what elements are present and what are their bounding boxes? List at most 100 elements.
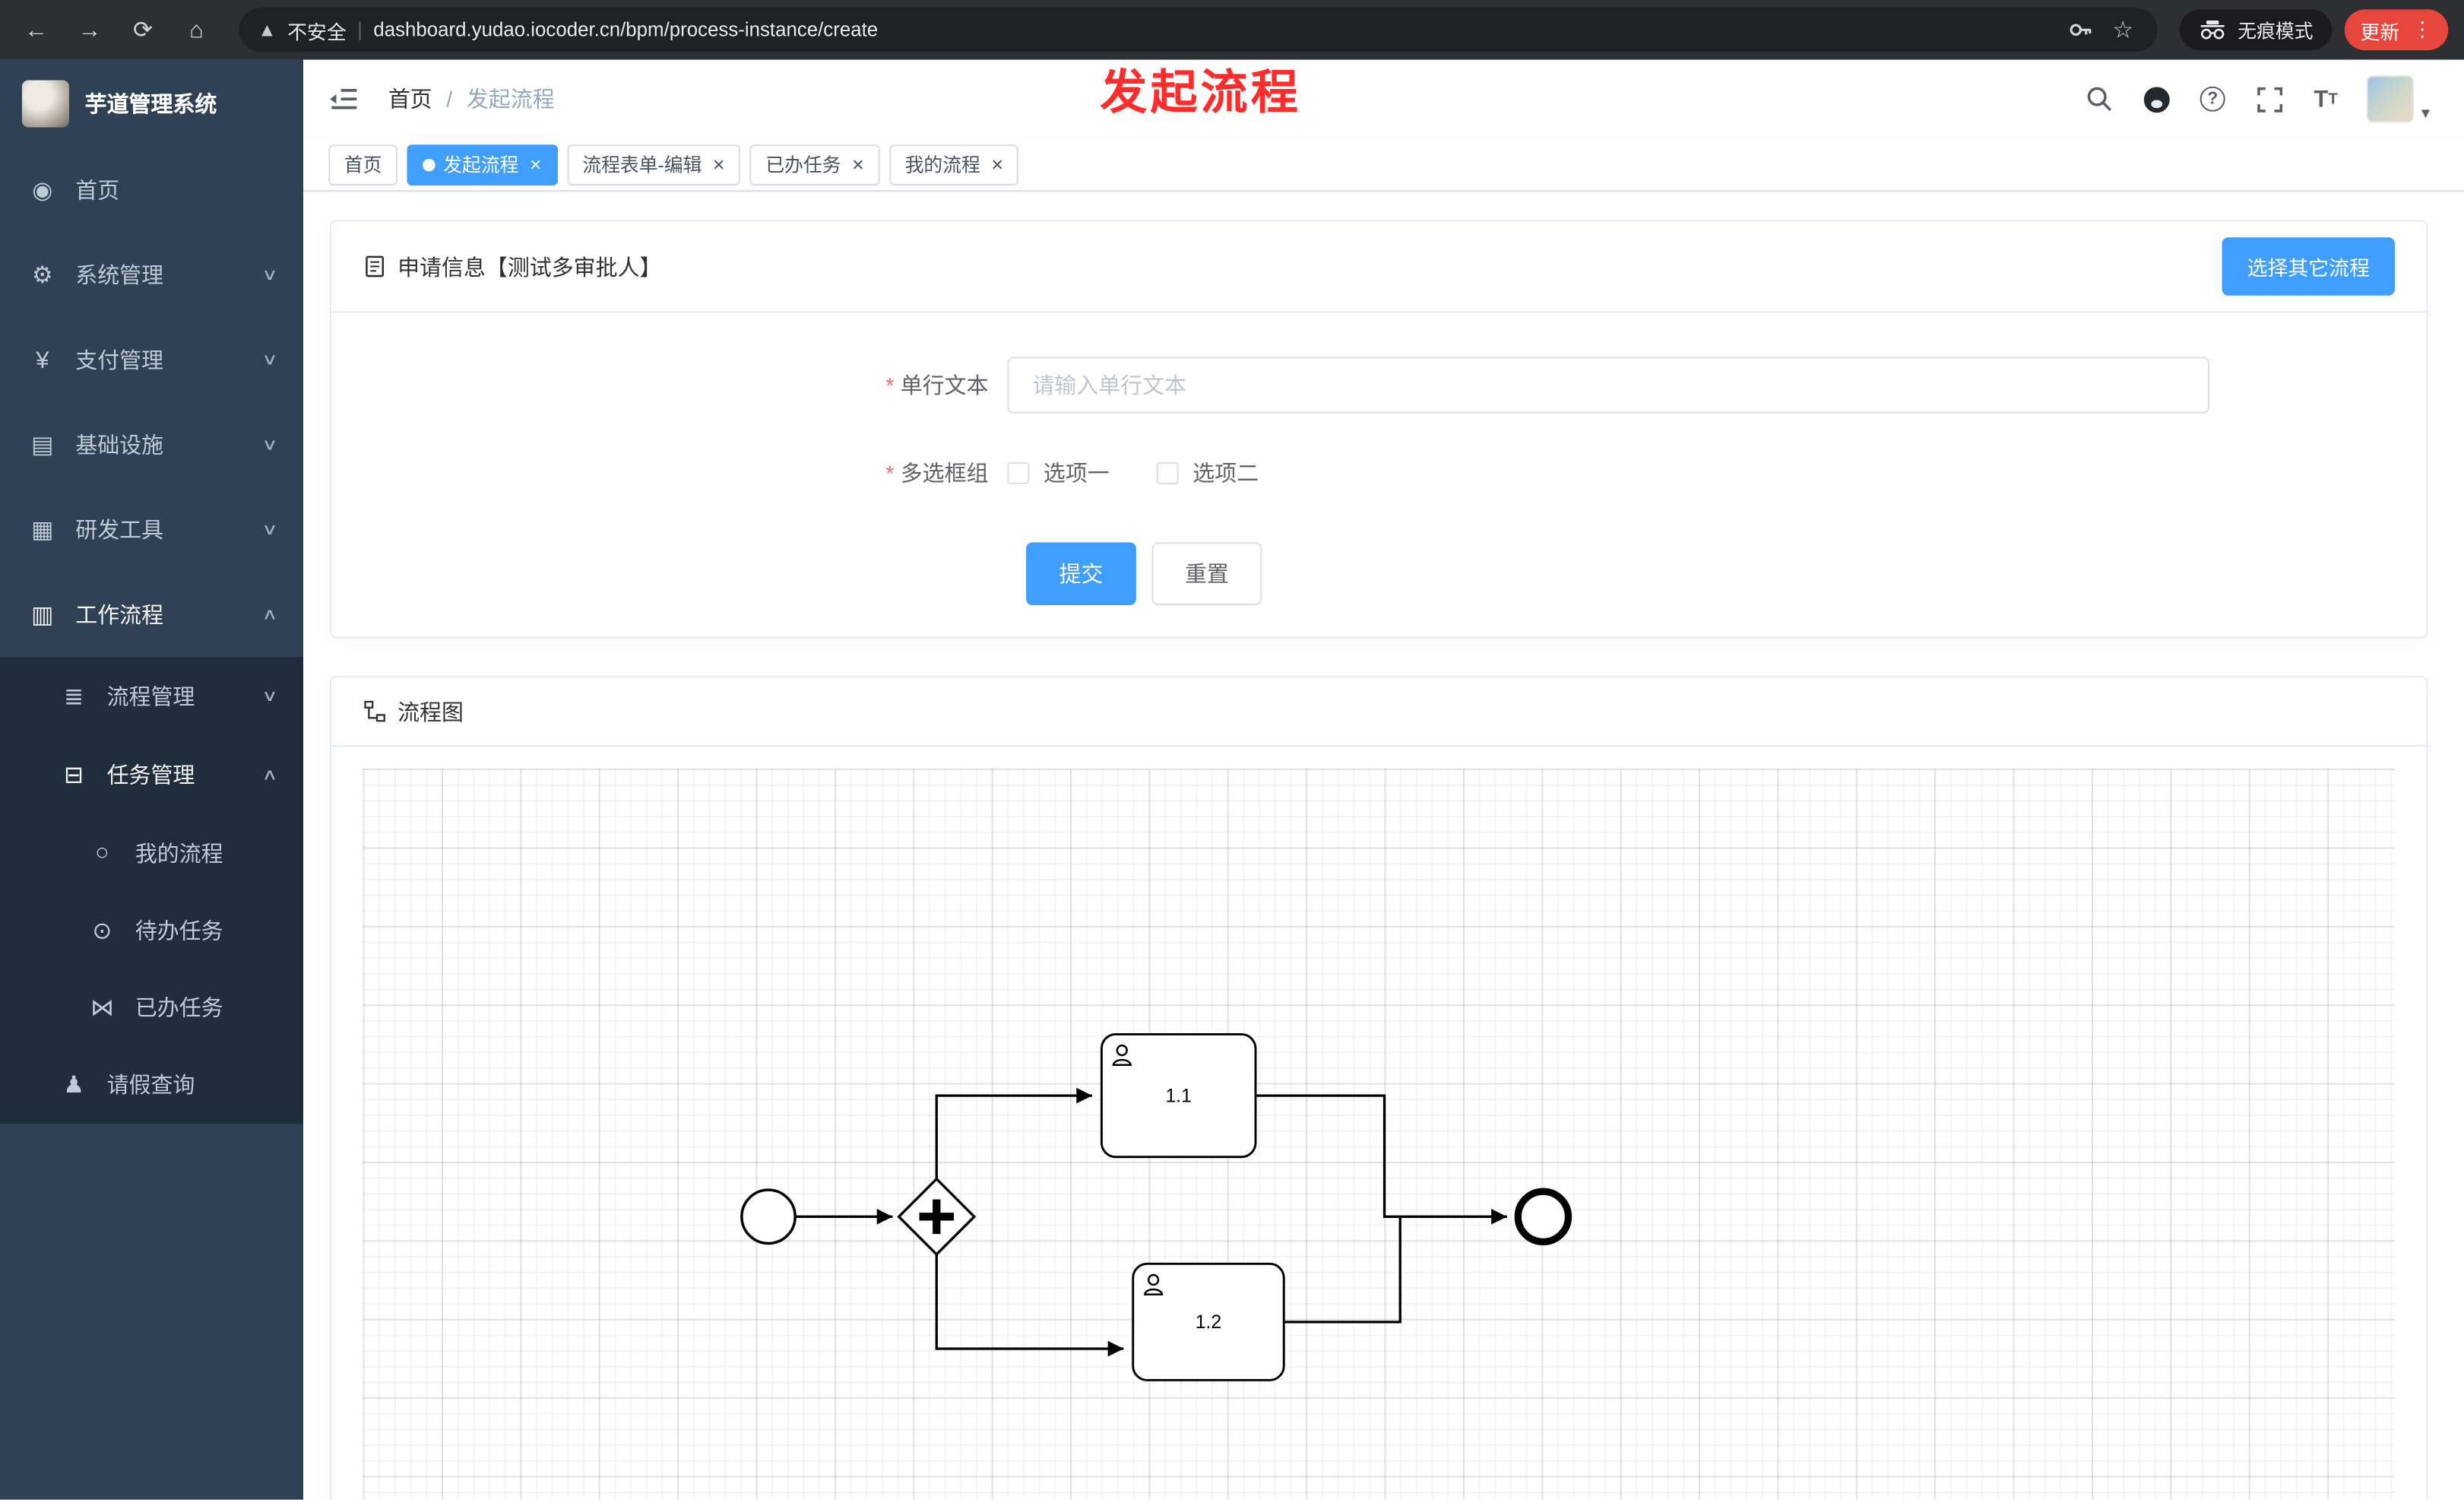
address-separator: | (357, 18, 363, 41)
sidebar-item-infrastructure[interactable]: ▤ 基础设施 ∨ (0, 402, 303, 487)
tab-label: 首页 (344, 154, 382, 176)
fullscreen-icon[interactable] (2253, 84, 2285, 115)
bpmn-start-event[interactable] (740, 1188, 797, 1245)
checkbox-group: 选项一 选项二 (1007, 445, 1306, 501)
active-tab-dot (423, 157, 435, 171)
bpmn-user-task-1[interactable]: 1.1 (1100, 1033, 1257, 1159)
tab-form-edit[interactable]: 流程表单-编辑 × (566, 144, 741, 185)
diagram-card-header: 流程图 (331, 677, 2427, 747)
flow-task1-to-end (1256, 1094, 1507, 1225)
incognito-label: 无痕模式 (2238, 19, 2314, 42)
bpmn-user-task-2[interactable]: 1.2 (1132, 1262, 1285, 1381)
form-card-header: 申请信息【测试多审批人】 选择其它流程 (331, 222, 2427, 313)
sidebar-item-label: 基础设施 (75, 432, 164, 458)
sidebar-item-label: 系统管理 (75, 262, 164, 288)
sidebar-collapse-icon[interactable] (328, 82, 363, 116)
tab-my-processes[interactable]: 我的流程 × (888, 144, 1019, 185)
my-process-icon: ○ (95, 839, 109, 867)
chevron-up-icon: ∧ (261, 606, 277, 623)
browser-update-button[interactable]: 更新 ⋮ (2344, 9, 2449, 51)
sidebar-item-workflow[interactable]: ▥ 工作流程 ∧ (0, 572, 303, 658)
workflow-submenu: ≣ 流程管理 ∨ ⊟ 任务管理 ∧ ○ 我的流程 ⊙ 待办任务 (0, 657, 304, 1124)
tab-create-process[interactable]: 发起流程 × (407, 144, 558, 185)
sidebar-item-label: 待办任务 (135, 917, 223, 943)
monitor-icon: ▤ (31, 432, 54, 459)
single-text-label: *单行文本 (885, 373, 989, 398)
browser-toolbar: ← → ⟳ ⌂ ▲️ 不安全 | dashboard.yudao.iocoder… (0, 0, 2464, 60)
app-title: 芋道管理系统 (84, 90, 217, 117)
user-task-icon (1112, 1044, 1132, 1067)
reset-button[interactable]: 重置 (1151, 542, 1262, 606)
avatar (2366, 75, 2414, 123)
tab-close-icon[interactable]: × (852, 152, 864, 176)
password-key-icon[interactable] (2065, 14, 2096, 46)
forward-icon[interactable]: → (78, 16, 102, 43)
bpmn-parallel-gateway[interactable] (897, 1177, 977, 1257)
bookmark-star-icon[interactable]: ☆ (2112, 17, 2134, 44)
chevron-down-icon: ∨ (261, 436, 277, 454)
sidebar-item-todo-tasks[interactable]: ⊙ 待办任务 (0, 891, 303, 968)
search-icon[interactable] (2084, 84, 2115, 115)
sidebar-item-my-processes[interactable]: ○ 我的流程 (0, 814, 303, 891)
app-logo[interactable]: 芋道管理系统 (0, 60, 303, 148)
help-icon[interactable]: ? (2197, 84, 2228, 115)
tabs-bar: 首页 发起流程 × 流程表单-编辑 × 已办任务 × 我的流程 × (303, 138, 2464, 192)
sidebar-item-system[interactable]: ⚙ 系统管理 ∨ (0, 233, 303, 318)
checkbox-option-2[interactable]: 选项二 (1156, 458, 1259, 489)
submit-button[interactable]: 提交 (1026, 542, 1136, 606)
sidebar-item-task-management[interactable]: ⊟ 任务管理 ∧ (0, 736, 303, 814)
reload-icon[interactable]: ⟳ (133, 17, 154, 44)
sidebar-item-home[interactable]: ◉ 首页 (0, 147, 303, 233)
task-label: 1.2 (1196, 1312, 1221, 1333)
update-label: 更新 (2360, 21, 2400, 43)
user-menu[interactable]: ▼ (2366, 75, 2433, 123)
sidebar-item-done-tasks[interactable]: ⋈ 已办任务 (0, 969, 303, 1045)
sidebar-item-label: 首页 (75, 177, 120, 203)
tab-close-icon[interactable]: × (529, 152, 542, 176)
tab-close-icon[interactable]: × (991, 152, 1004, 176)
tab-home[interactable]: 首页 (328, 144, 398, 185)
tab-done-tasks[interactable]: 已办任务 × (749, 144, 880, 185)
bpmn-canvas[interactable]: 1.1 1.2 (363, 769, 2396, 1500)
browser-menu-icon[interactable]: ⋮ (2412, 17, 2433, 41)
sidebar-item-payment[interactable]: ¥ 支付管理 ∨ (0, 318, 303, 403)
sidebar-item-label: 研发工具 (75, 517, 164, 543)
sidebar-item-label: 已办任务 (135, 994, 223, 1020)
sidebar-item-leave-query[interactable]: ♟ 请假查询 (0, 1045, 303, 1124)
flow-gateway-to-task1 (935, 1087, 1092, 1179)
logo-avatar (21, 80, 69, 128)
application-form-card: 申请信息【测试多审批人】 选择其它流程 *单行文本 *多选框组 (330, 220, 2428, 639)
toolbox-icon: ▦ (31, 517, 54, 544)
address-bar[interactable]: ▲️ 不安全 | dashboard.yudao.iocoder.cn/bpm/… (239, 8, 2158, 52)
process-diagram-card: 流程图 (330, 676, 2428, 1500)
diagram-card-title: 流程图 (397, 699, 464, 725)
sidebar-item-process-management[interactable]: ≣ 流程管理 ∨ (0, 657, 303, 735)
chevron-down-icon: ∨ (261, 687, 277, 706)
bpmn-end-event[interactable] (1514, 1188, 1572, 1246)
checkbox-icon (1007, 461, 1030, 484)
github-icon[interactable] (2140, 84, 2171, 115)
caret-down-icon: ▼ (2418, 105, 2433, 122)
yen-icon: ¥ (36, 346, 49, 374)
back-icon[interactable]: ← (24, 16, 49, 43)
sidebar-item-label: 工作流程 (75, 601, 164, 627)
tab-label: 我的流程 (904, 154, 980, 176)
checkbox-icon (1156, 461, 1179, 484)
checkbox-option-1[interactable]: 选项一 (1007, 458, 1110, 489)
home-icon[interactable]: ⌂ (189, 16, 204, 43)
required-asterisk: * (885, 460, 895, 486)
sidebar-item-devtools[interactable]: ▦ 研发工具 ∨ (0, 487, 303, 572)
checkbox-group-label: *多选框组 (885, 460, 989, 486)
chevron-down-icon: ∨ (261, 521, 277, 539)
breadcrumb-home[interactable]: 首页 (388, 86, 432, 112)
done-task-icon: ⋈ (90, 994, 114, 1021)
select-other-process-button[interactable]: 选择其它流程 (2222, 237, 2396, 296)
incognito-icon (2200, 20, 2225, 40)
top-navbar: 首页 / 发起流程 ? (303, 59, 2464, 138)
breadcrumb-separator: / (446, 86, 453, 112)
tab-close-icon[interactable]: × (712, 152, 725, 176)
workflow-icon: ▥ (31, 601, 54, 629)
single-text-input[interactable] (1007, 357, 2210, 414)
